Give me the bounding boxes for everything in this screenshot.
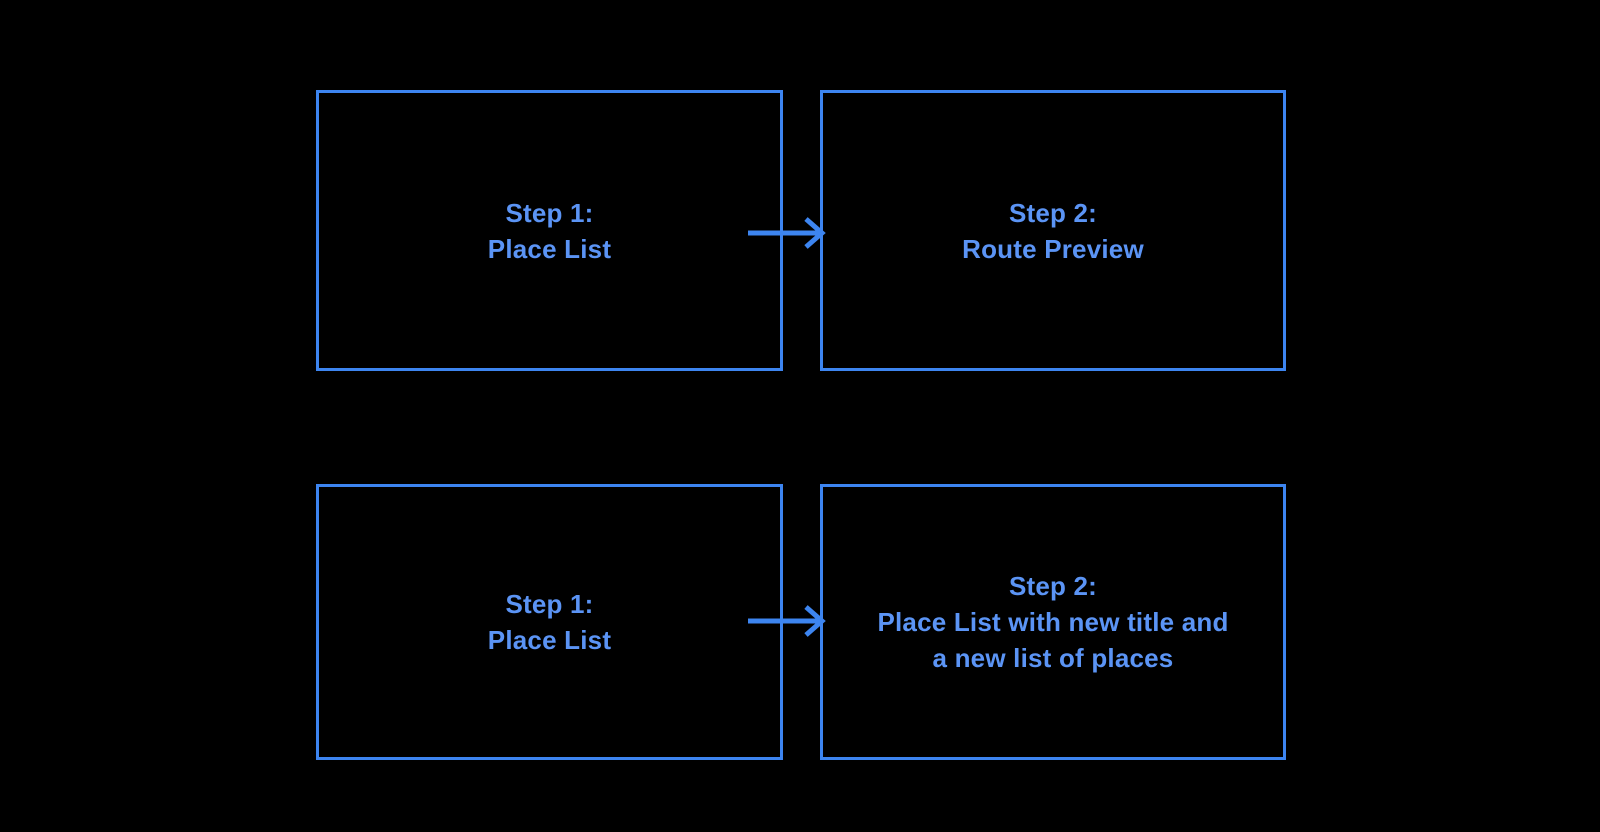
flow-box-label: Step 2: Route Preview: [962, 197, 1144, 264]
flow-box-step2-row2[interactable]: Step 2: Place List with new title and a …: [820, 484, 1286, 760]
flow-box-label: Step 1: Place List: [487, 197, 612, 264]
flow-box-label: Step 1: Place List: [487, 589, 612, 655]
flow-box-step1-row2[interactable]: Step 1: Place List: [316, 484, 783, 760]
flow-box-label: Step 2: Place List with new title and a …: [877, 571, 1229, 673]
flow-box-step2-row1[interactable]: Step 2: Route Preview: [820, 90, 1286, 371]
flow-box-step1-row1[interactable]: Step 1: Place List: [316, 90, 783, 371]
